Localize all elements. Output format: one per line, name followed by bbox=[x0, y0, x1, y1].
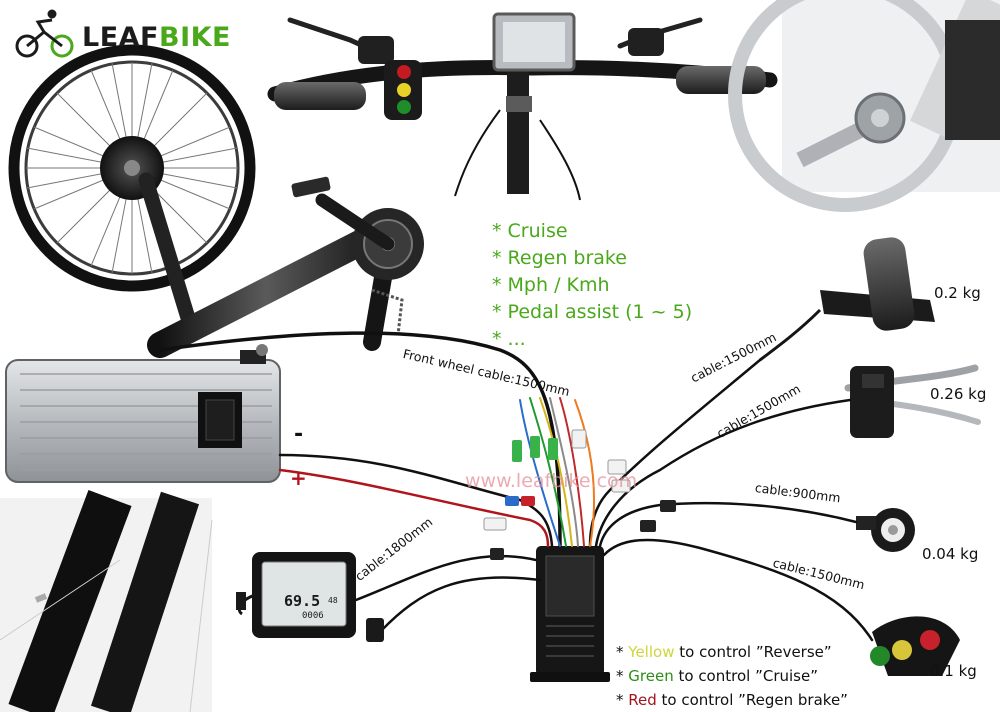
bike-frame-crank bbox=[138, 172, 424, 358]
feature-item: * Pedal assist (1 ~ 5) bbox=[492, 301, 693, 323]
watermark: www.leafbike.com bbox=[465, 470, 638, 492]
feature-item: * Mph / Kmh bbox=[492, 274, 610, 296]
pas-weight: 0.04 kg bbox=[922, 545, 979, 563]
controller-box bbox=[530, 546, 610, 682]
legend-color-word: Green bbox=[628, 667, 674, 685]
feature-item: * ... bbox=[492, 328, 526, 350]
brand-logo: LEAFBIKE bbox=[82, 22, 231, 53]
legend-item-green: * Green to control ”Cruise” bbox=[616, 667, 818, 685]
hub-motor-wheel bbox=[8, 44, 256, 292]
switch-weight: 0.1 kg bbox=[930, 662, 977, 680]
legend-color-word: Yellow bbox=[628, 643, 675, 661]
connectors bbox=[366, 429, 676, 642]
legend-color-word: Red bbox=[628, 691, 657, 709]
feature-list: * Cruise * Regen brake * Mph / Kmh * Ped… bbox=[492, 218, 692, 353]
frame-tubes-photo bbox=[0, 489, 213, 712]
battery-minus-sign: - bbox=[294, 422, 304, 447]
battery-plus-sign: + bbox=[290, 466, 307, 490]
battery-pack bbox=[5, 344, 281, 483]
brand-name-part2: BIKE bbox=[159, 22, 231, 53]
legend-item-red: * Red to control ”Regen brake” bbox=[616, 691, 848, 709]
display-speed: 69.5 bbox=[284, 592, 321, 610]
fork-closeup-photo bbox=[728, 0, 1000, 212]
logo-cyclist-icon bbox=[15, 9, 74, 58]
display-mode: 48 bbox=[328, 596, 338, 605]
throttle-part bbox=[759, 237, 935, 362]
pas-sensor-part bbox=[856, 508, 915, 552]
throttle-weight: 0.2 kg bbox=[934, 284, 981, 302]
handlebar-switch-part bbox=[870, 616, 960, 676]
legend-item-yellow: * Yellow to control ”Reverse” bbox=[616, 643, 832, 661]
brake-weight: 0.26 kg bbox=[930, 385, 987, 403]
feature-item: * Cruise bbox=[492, 220, 568, 242]
lcd-display-part bbox=[236, 552, 356, 638]
brand-name-part1: LEAF bbox=[82, 22, 159, 53]
wiring bbox=[158, 331, 874, 642]
feature-item: * Regen brake bbox=[492, 247, 627, 269]
button-legend: * Yellow to control ”Reverse” * Green to… bbox=[616, 640, 848, 712]
display-odometer: 0006 bbox=[302, 611, 324, 621]
brake-lever-part bbox=[844, 364, 981, 438]
handlebar bbox=[267, 12, 778, 201]
